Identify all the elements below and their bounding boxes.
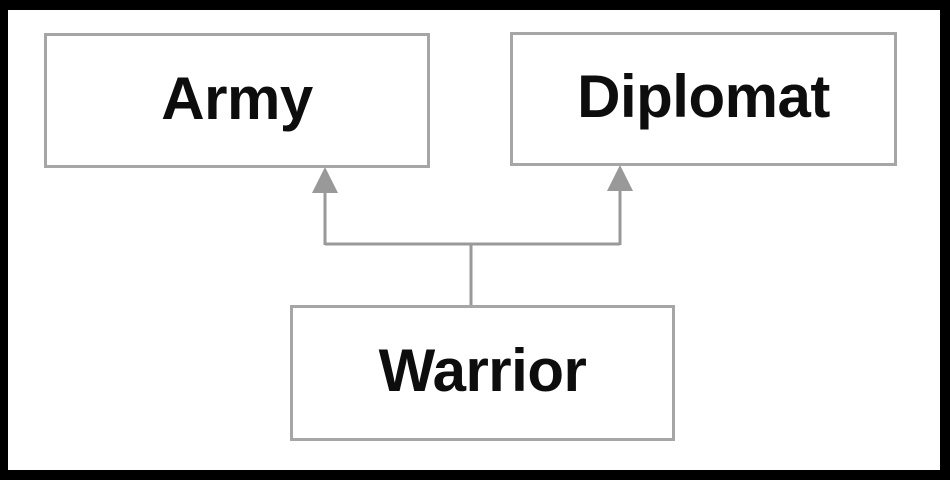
node-diplomat: Diplomat	[510, 32, 897, 166]
node-army: Army	[44, 33, 430, 168]
node-diplomat-label: Diplomat	[577, 63, 830, 130]
arrowhead-army	[312, 167, 338, 193]
arrowhead-diplomat	[607, 165, 633, 191]
node-warrior: Warrior	[290, 305, 675, 441]
node-warrior-label: Warrior	[378, 337, 587, 404]
node-army-label: Army	[161, 64, 313, 132]
